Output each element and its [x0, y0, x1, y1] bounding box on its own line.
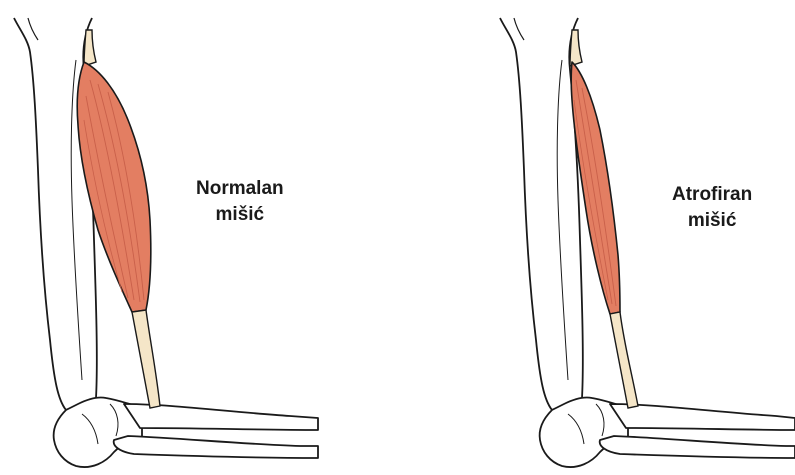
forearm-lower-bone — [600, 436, 795, 458]
label-line-2: mišić — [196, 202, 284, 228]
biceps-tendon-lower — [610, 312, 638, 408]
label-line-1: Normalan — [196, 176, 284, 202]
arm-illustration-normal — [0, 0, 397, 475]
biceps-tendon-lower — [132, 310, 160, 408]
biceps-tendon-upper — [84, 30, 96, 66]
label-line-1: Atrofiran — [672, 182, 752, 208]
forearm-lower-bone — [114, 436, 318, 458]
humerus-bone — [500, 18, 583, 410]
label-line-2: mišić — [672, 208, 752, 234]
forearm-upper-bone — [610, 404, 795, 430]
biceps-tendon-upper — [570, 30, 582, 66]
label-normal-muscle: Normalan mišić — [196, 176, 284, 228]
arm-illustration-atrophied — [486, 0, 795, 475]
label-atrophied-muscle: Atrofiran mišić — [672, 182, 752, 234]
panel-atrophied-muscle: Atrofiran mišić — [486, 0, 795, 475]
panel-normal-muscle: Normalan mišić — [0, 0, 397, 475]
